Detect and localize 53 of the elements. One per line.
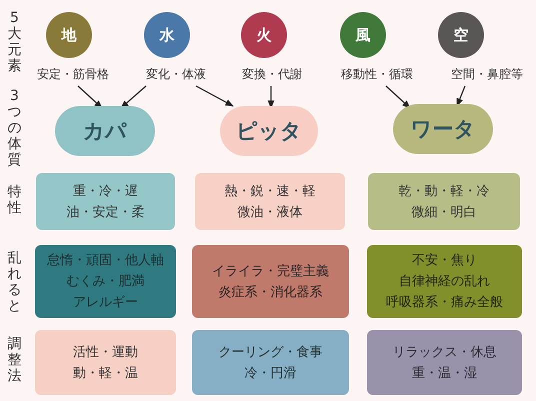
caption-text: 変換・代謝	[232, 64, 312, 84]
trait-text: クーリング・食事	[218, 344, 322, 362]
trait-text: 炎症系・消化器系	[218, 284, 322, 302]
trait-text: 乾・動・軽・冷	[398, 182, 490, 200]
trait-box	[35, 330, 176, 395]
trait-text: 動・軽・温	[73, 364, 138, 382]
trait-box	[192, 330, 349, 395]
trait-text: アレルギー	[73, 294, 138, 312]
arrow	[78, 86, 103, 109]
trait-text: 呼吸器系・痛み全般	[386, 294, 503, 312]
trait-text: 重・温・湿	[412, 364, 477, 382]
trait-box	[367, 245, 522, 318]
trait-text: イライラ・完璧主義	[212, 262, 329, 280]
trait-box	[35, 245, 176, 318]
trait-text: 冷・円滑	[244, 364, 296, 382]
element-circle: 火	[241, 12, 287, 58]
constitution-pill: カパ	[55, 106, 155, 156]
trait-text: 微油・液体	[238, 204, 302, 222]
caption-text: 空間・鼻腔等	[440, 64, 534, 84]
arrow	[456, 86, 466, 107]
arrow	[120, 86, 146, 109]
trait-text: むくみ・肥満	[66, 273, 144, 291]
row-label: 乱れると	[7, 250, 22, 314]
row-label: 特性	[7, 184, 22, 216]
trait-text: 自律神経の乱れ	[399, 273, 490, 291]
trait-text: 怠惰・頑固・他人軸	[47, 252, 164, 270]
element-circle: 空	[438, 12, 484, 58]
trait-box	[192, 245, 349, 318]
trait-text: 不安・焦り	[412, 252, 477, 270]
arrow	[386, 86, 411, 109]
arrow	[196, 85, 234, 107]
row-label: 5大元素	[7, 10, 22, 74]
trait-text: リラックス・休息	[392, 344, 496, 362]
constitution-pill: ピッタ	[220, 106, 318, 156]
trait-box	[367, 330, 522, 395]
trait-text: 重・冷・遅	[73, 182, 138, 200]
arrow	[268, 86, 274, 109]
trait-text: 熱・鋭・速・軽	[224, 182, 316, 200]
trait-box	[368, 173, 520, 230]
trait-text: 活性・運動	[73, 344, 138, 362]
trait-box	[195, 173, 345, 230]
element-circle: 地	[46, 12, 92, 58]
trait-text: 油・安定・柔	[66, 204, 144, 222]
trait-text: 微細・明白	[412, 204, 476, 222]
row-label: 3つの体質	[7, 88, 22, 168]
caption-text: 安定・筋骨格	[27, 64, 119, 84]
element-circle: 水	[144, 12, 190, 58]
trait-box	[36, 173, 175, 230]
element-circle: 風	[340, 12, 386, 58]
caption-text: 変化・体液	[136, 64, 216, 84]
caption-text: 移動性・循環	[330, 64, 424, 84]
row-label: 調整法	[7, 336, 22, 384]
constitution-pill: ワータ	[393, 104, 493, 154]
